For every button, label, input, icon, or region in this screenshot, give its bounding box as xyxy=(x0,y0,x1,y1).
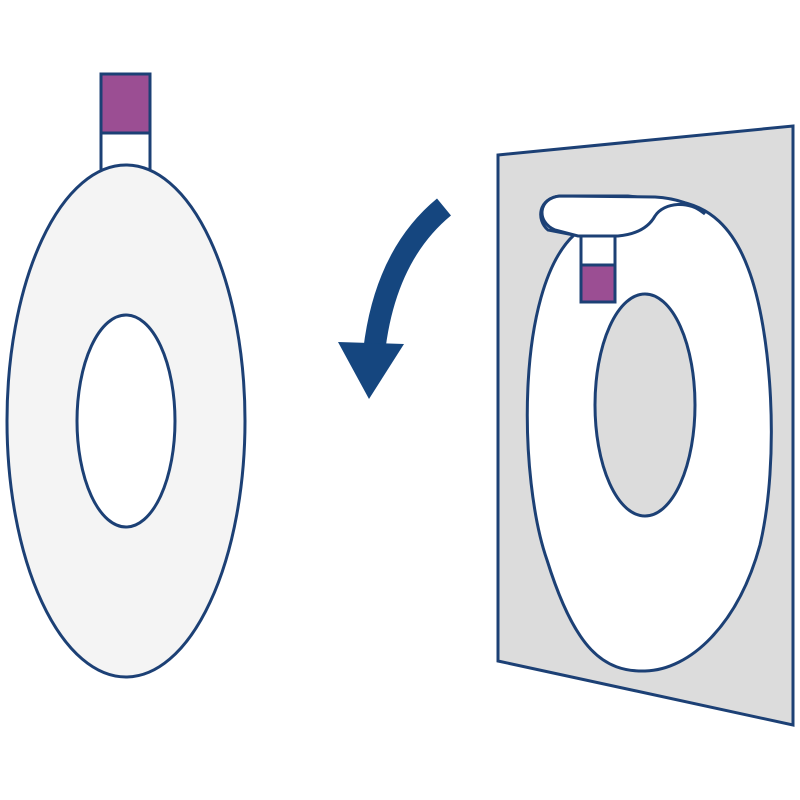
applied-ring-hole xyxy=(593,292,697,518)
backing-card-icon xyxy=(496,124,795,727)
curved-arrow-icon xyxy=(338,198,452,399)
arrow-shaft xyxy=(362,198,452,363)
applied-ring-tab-fold xyxy=(540,194,707,238)
applied-tab-neck xyxy=(579,234,617,268)
loose-ring-icon xyxy=(5,72,247,679)
applied-tab-purple xyxy=(579,263,617,304)
ring-hole xyxy=(75,313,177,529)
ring-tab-purple xyxy=(99,72,152,135)
arrow-head xyxy=(338,342,404,399)
